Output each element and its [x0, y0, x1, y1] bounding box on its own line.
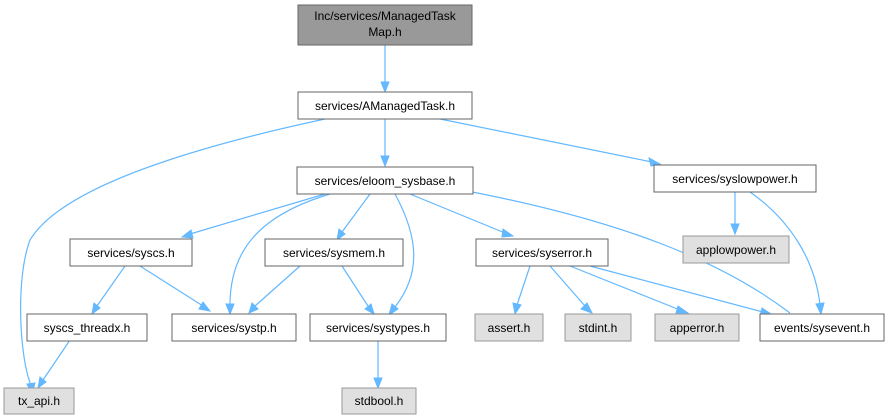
edge-syscs-to-systp [139, 265, 212, 312]
node-sysevent-label: events/sysevent.h [774, 321, 870, 335]
edge-sysbase-to-sysmem [336, 193, 371, 242]
node-syserror-label: services/syserror.h [492, 246, 592, 260]
node-assert[interactable]: assert.h [474, 313, 544, 342]
node-applowpower-label: applowpower.h [696, 243, 776, 257]
node-stdint[interactable]: stdint.h [564, 313, 632, 342]
node-sysmem-label: services/sysmem.h [283, 246, 385, 260]
edge-sysbase-to-syserror [409, 193, 515, 238]
edge-syserror-to-apperror [569, 265, 690, 314]
node-stdint-label: stdint.h [579, 321, 618, 335]
edge-syscs-threadx-to-tx-api [37, 339, 71, 390]
edge-root-to-amanagedtask [380, 45, 390, 94]
node-syslowpower-label: services/syslowpower.h [672, 172, 797, 186]
node-systp[interactable]: services/systp.h [171, 313, 297, 342]
node-syscs[interactable]: services/syscs.h [69, 238, 193, 267]
node-assert-label: assert.h [488, 321, 531, 335]
edge-syserror-to-stdint [549, 265, 594, 314]
edge-syslowpower-to-applowpower [730, 192, 740, 236]
node-amanagedtask[interactable]: services/AManagedTask.h [297, 91, 473, 120]
node-root-file[interactable]: Inc/services/ManagedTask Map.h [297, 4, 473, 46]
node-apperror-label: apperror.h [670, 321, 725, 335]
node-tx-api[interactable]: tx_api.h [3, 387, 75, 415]
node-sysbase[interactable]: services/eloom_sysbase.h [296, 166, 474, 195]
node-root-label-line2: Map.h [368, 25, 401, 39]
node-sysevent[interactable]: events/sysevent.h [759, 313, 885, 342]
node-root-label-line1: Inc/services/ManagedTask [314, 9, 456, 23]
node-syscs-label: services/syscs.h [87, 246, 174, 260]
node-stdbool-label: stdbool.h [355, 394, 404, 408]
node-syscs-threadx[interactable]: syscs_threadx.h [26, 313, 148, 342]
node-tx-api-label: tx_api.h [18, 394, 60, 408]
edge-sysbase-to-systp-left [225, 193, 331, 316]
node-syscs-threadx-label: syscs_threadx.h [44, 321, 131, 335]
edge-sysbase-to-syscs [180, 193, 326, 239]
edge-syserror-to-assert [512, 265, 531, 316]
edge-systypes-to-stdbool [373, 341, 383, 390]
node-syserror[interactable]: services/syserror.h [475, 238, 609, 267]
node-systypes-label: services/systypes.h [326, 321, 430, 335]
node-systp-label: services/systp.h [191, 321, 276, 335]
node-stdbool[interactable]: stdbool.h [341, 387, 417, 415]
node-sysmem[interactable]: services/sysmem.h [264, 238, 404, 267]
node-sysbase-label: services/eloom_sysbase.h [315, 174, 456, 188]
edge-sysbase-to-systypes [388, 193, 415, 317]
node-apperror[interactable]: apperror.h [654, 313, 740, 342]
node-applowpower[interactable]: applowpower.h [682, 235, 790, 264]
edge-sysmem-to-systypes [341, 265, 375, 316]
edge-amanagedtask-to-syslowpower [439, 118, 662, 167]
edge-sysmem-to-systp [248, 265, 301, 314]
edge-amanagedtask-to-sysbase [380, 119, 390, 168]
node-amanagedtask-label: services/AManagedTask.h [315, 99, 455, 113]
edge-syscs-to-syscs-threadx [91, 265, 126, 316]
node-systypes[interactable]: services/systypes.h [309, 313, 447, 342]
node-syslowpower[interactable]: services/syslowpower.h [653, 164, 817, 193]
edge-syslowpower-to-sysevent [749, 191, 825, 316]
